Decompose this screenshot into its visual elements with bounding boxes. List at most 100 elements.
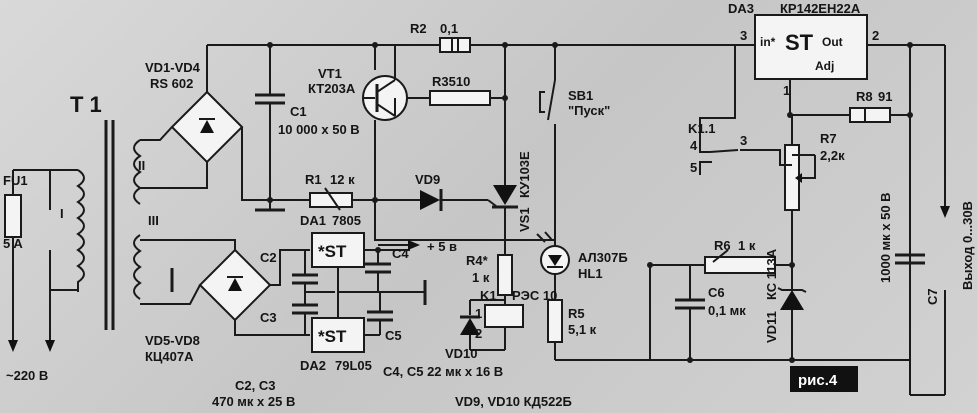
- label-r8: R8: [856, 89, 873, 104]
- label-k11-pin5: 5: [690, 160, 697, 175]
- relay-k1: [470, 299, 524, 351]
- led-hl1: [536, 231, 570, 275]
- label-rs602: RS 602: [150, 76, 193, 91]
- label-sb1: SB1: [568, 88, 593, 103]
- label-vd5-vd8: VD5-VD8: [145, 333, 200, 348]
- label-r1-val: 12 к: [330, 172, 355, 187]
- label-c1-val: 10 000 х 50 В: [278, 122, 360, 137]
- label-hl1-type: АЛ307Б: [578, 250, 628, 265]
- diode-vd10: [460, 300, 480, 350]
- label-c6: C6: [708, 285, 725, 300]
- label-da1-st: *ST: [318, 242, 347, 261]
- capacitor-c7: [895, 253, 925, 265]
- label-r6: R6: [714, 238, 731, 253]
- capacitor-c1: [255, 42, 285, 212]
- label-hl1: HL1: [578, 266, 603, 281]
- label-k11: K1.1: [688, 121, 715, 136]
- label-fig: рис.4: [798, 372, 838, 389]
- resistor-r2: [439, 37, 471, 53]
- label-k11-pin4: 4: [690, 138, 698, 153]
- label-da3-in: in*: [760, 35, 776, 49]
- label-vt1-type: КТ203А: [308, 81, 356, 96]
- label-c4: C4: [392, 246, 409, 261]
- label-winding-3: III: [148, 213, 159, 228]
- resistor-r4: [497, 240, 513, 305]
- diode-vd9: [420, 189, 488, 211]
- potentiometer-r7: [784, 115, 816, 250]
- transistor-vt1: [362, 42, 408, 203]
- label-da3-pin2: 2: [872, 28, 879, 43]
- label-winding-1: I: [60, 206, 64, 221]
- regulator-da2: [311, 291, 410, 353]
- label-c5: C5: [385, 328, 402, 343]
- label-r8-val: 91: [878, 89, 892, 104]
- regulator-da1: [311, 232, 410, 292]
- label-vd9: VD9: [415, 172, 440, 187]
- label-c2: C2: [260, 250, 277, 265]
- label-r7-val: 2,2к: [820, 148, 845, 163]
- label-da3-type: КР142ЕН22А: [780, 1, 861, 16]
- label-k1-type: РЭС 10: [512, 288, 557, 303]
- capacitor-c4: [365, 247, 391, 292]
- label-da2-type: 79L05: [335, 358, 372, 373]
- zener-vd11: [777, 287, 807, 360]
- label-vs1: VS1: [517, 207, 532, 232]
- label-vd9vd10-note: VD9, VD10 КД522Б: [455, 394, 572, 409]
- label-k11-pin3: 3: [740, 133, 747, 148]
- resistor-r5: [547, 274, 563, 360]
- label-da1-type: 7805: [332, 213, 361, 228]
- label-r4: R4*: [466, 253, 489, 268]
- label-fu1: FU1: [3, 173, 28, 188]
- label-da2: DA2: [300, 358, 326, 373]
- label-c3: C3: [260, 310, 277, 325]
- thyristor-vs1: [487, 42, 518, 240]
- resistor-r1: [270, 187, 420, 211]
- label-vd11: VD11: [764, 311, 779, 343]
- label-r2: R2: [410, 21, 427, 36]
- label-kc407: КЦ407А: [145, 349, 194, 364]
- label-c6-val: 0,1 мк: [708, 303, 746, 318]
- capacitor-c2: [292, 250, 318, 305]
- label-da3-adj: Adj: [815, 59, 834, 73]
- output-rail: [909, 44, 950, 396]
- label-c7: C7: [925, 288, 940, 305]
- label-k1: K1: [480, 288, 497, 303]
- label-da3: DA3: [728, 1, 754, 16]
- label-vd11-type: КС 113А: [764, 248, 779, 300]
- regulator-da3: [730, 14, 913, 115]
- ground-rail: [374, 200, 555, 241]
- label-c1: C1: [290, 104, 307, 119]
- bridge-vd5-vd8: [140, 239, 310, 336]
- relay-contact-k11: [699, 45, 792, 175]
- label-vd10: VD10: [445, 346, 478, 361]
- label-da3-pin3: 3: [740, 28, 747, 43]
- figure-badge-bg: [790, 366, 858, 392]
- fuse-fu1: [4, 194, 22, 238]
- common-rail: [555, 262, 910, 363]
- label-c4c5-note: С4, С5 22 мк х 16 В: [383, 364, 503, 379]
- capacitor-c5: [367, 280, 427, 335]
- mains-input: [4, 169, 85, 352]
- label-r5-val: 5,1 к: [568, 322, 597, 337]
- label-winding-2: II: [138, 158, 145, 173]
- label-k1-pin1: 1: [475, 306, 482, 321]
- label-r5: R5: [568, 306, 585, 321]
- resistor-r6: [650, 249, 795, 290]
- label-vd1-vd4: VD1-VD4: [145, 60, 201, 75]
- label-r2-val: 0,1: [440, 21, 458, 36]
- label-c2c3-val: 470 мк х 25 В: [212, 394, 295, 409]
- label-sb1-name: "Пуск": [568, 103, 610, 118]
- label-t1: T 1: [70, 92, 102, 117]
- label-c7-val: 1000 мк х 50 В: [878, 192, 893, 283]
- label-r6-val: 1 к: [738, 238, 756, 253]
- label-da2-st: *ST: [318, 327, 347, 346]
- label-fu1-val: 5 A: [3, 236, 23, 251]
- label-da1: DA1: [300, 213, 326, 228]
- label-r3: R3510: [432, 74, 470, 89]
- label-da3-out: Out: [822, 35, 843, 49]
- label-vs1-type: КУ103Е: [517, 151, 532, 198]
- label-r1: R1: [305, 172, 322, 187]
- label-mains: ~220 В: [6, 368, 48, 383]
